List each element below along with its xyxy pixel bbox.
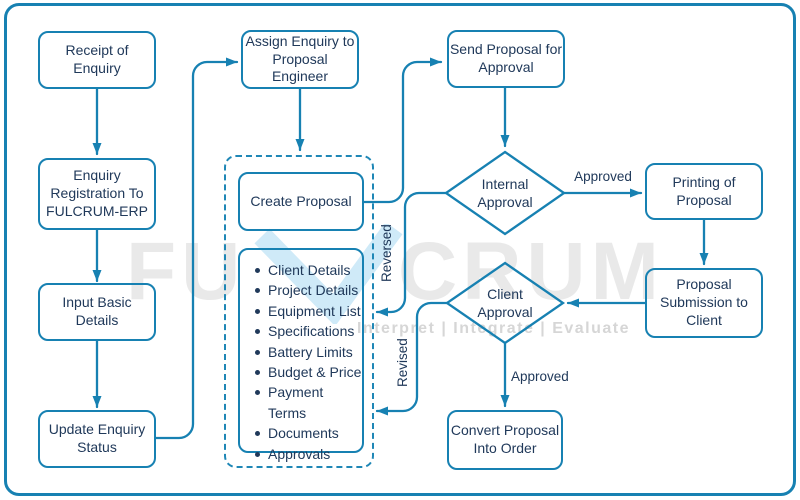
- edge-label-approved-internal: Approved: [574, 169, 632, 184]
- box-label: Receipt of Enquiry: [65, 42, 129, 76]
- connector-revised-to-proposal-group: [375, 301, 449, 416]
- list-item: Project Details: [255, 280, 362, 300]
- box-label: Update Enquiry Status: [48, 421, 146, 455]
- box-label: Enquiry Registration To FULCRUM-ERP: [46, 167, 148, 219]
- node-fill: [447, 410, 563, 470]
- box-printing-of-proposal: Printing of Proposal: [645, 163, 763, 220]
- box-send-proposal: Send Proposal for Approval: [447, 30, 565, 88]
- internal-approval-label: Internal Approval: [477, 175, 533, 210]
- watermark-logo-right: CRUM: [398, 226, 664, 317]
- node-fill: [38, 31, 156, 89]
- box-convert-proposal: Convert Proposal Into Order: [447, 410, 563, 470]
- node-fill: [645, 268, 763, 338]
- node-fill: [241, 30, 359, 89]
- connector-update-to-assign: [154, 57, 239, 440]
- list-item: Client Details: [255, 260, 362, 280]
- internal-approval-diamond: [443, 150, 567, 236]
- node-fill: [38, 283, 156, 341]
- node-fill: [238, 172, 364, 231]
- node-fill: [447, 30, 565, 88]
- watermark-check-icon: [244, 224, 404, 324]
- list-item: Payment Terms: [255, 382, 362, 423]
- watermark-logo: FU CRUM: [126, 224, 666, 324]
- box-label: Create Proposal: [250, 192, 352, 209]
- watermark-tagline: Interpret | Integrate | Evaluate: [357, 320, 631, 337]
- edge-label-revised: Revised: [395, 338, 410, 387]
- box-label: Send Proposal for Approval: [449, 41, 563, 75]
- box-label: Proposal Submission to Client: [660, 276, 748, 328]
- list-item: Specifications: [255, 321, 362, 341]
- connector-create-to-send: [362, 57, 443, 204]
- box-label: Convert Proposal Into Order: [450, 422, 560, 456]
- connector-reversed-to-proposal-group: [375, 191, 448, 317]
- client-approval-label: Client Approval: [477, 285, 533, 320]
- list-item: Approvals: [255, 444, 362, 464]
- box-assign-enquiry: Assign Enquiry to Proposal Engineer: [241, 30, 359, 89]
- node-fill: [38, 158, 156, 230]
- diagram-outer-border: [4, 3, 796, 496]
- box-receipt-of-enquiry: Receipt of Enquiry: [38, 31, 156, 89]
- list-item: Battery Limits: [255, 342, 362, 362]
- node-fill: [645, 163, 763, 220]
- box-label: Assign Enquiry to Proposal Engineer: [245, 32, 355, 85]
- list-item: Equipment List: [255, 301, 362, 321]
- box-create-proposal: Create Proposal: [238, 172, 364, 231]
- box-proposal-submission: Proposal Submission to Client: [645, 268, 763, 338]
- box-input-basic-details: Input Basic Details: [38, 283, 156, 341]
- list-item: Documents: [255, 423, 362, 443]
- box-enquiry-registration: Enquiry Registration To FULCRUM-ERP: [38, 158, 156, 230]
- watermark-logo-left: FU: [126, 226, 246, 317]
- box-update-enquiry-status: Update Enquiry Status: [38, 410, 156, 468]
- list-item: Budget & Price: [255, 362, 362, 382]
- node-fill: [38, 410, 156, 468]
- box-label: Printing of Proposal: [672, 173, 736, 208]
- edge-label-reversed: Reversed: [379, 224, 394, 282]
- box-label: Input Basic Details: [62, 294, 132, 328]
- proposal-group-container: [224, 155, 374, 468]
- client-approval-diamond: [444, 261, 566, 345]
- edge-label-approved-client: Approved: [511, 369, 569, 384]
